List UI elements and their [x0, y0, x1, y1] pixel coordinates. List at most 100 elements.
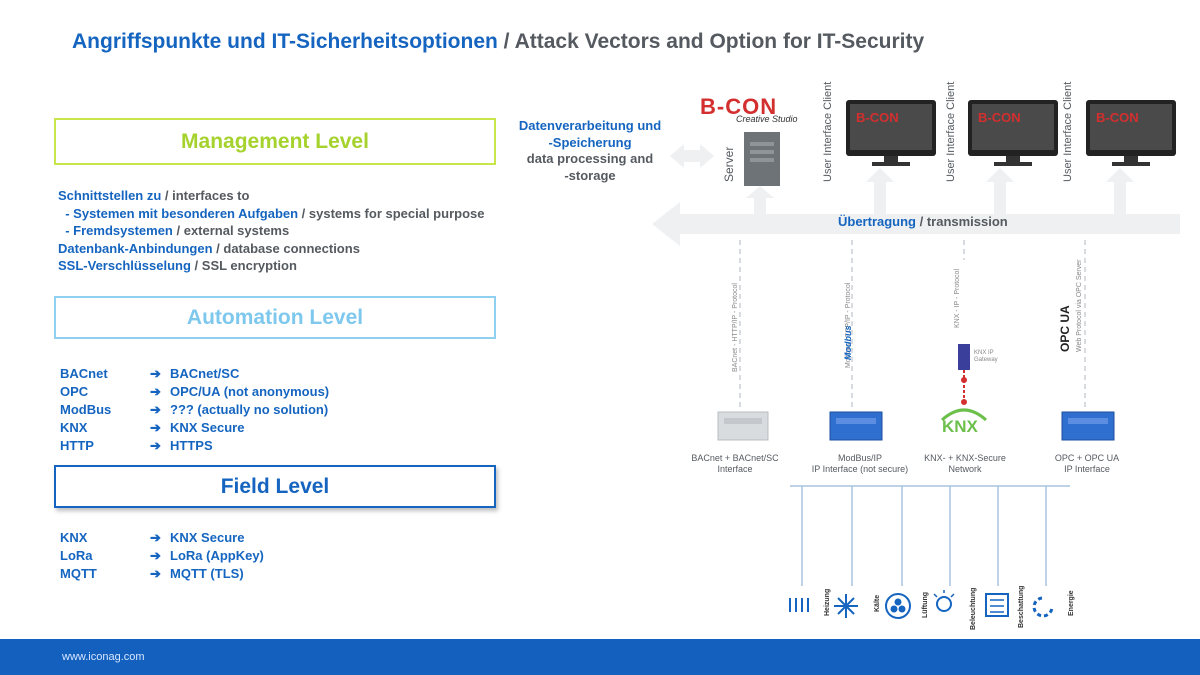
lighting-icon: [933, 590, 955, 612]
protocol-label: BACnet - HTTP/IP - Protocol: [732, 283, 739, 372]
arrow-icon: ➔: [150, 402, 161, 417]
transmission-de: Übertragung: [838, 214, 916, 229]
interfaces-line-de: Schnittstellen zu: [58, 188, 162, 203]
protocol-secure: KNX Secure: [170, 420, 245, 435]
interfaces-line: Schnittstellen zu / interfaces to: [58, 187, 484, 205]
protocol-secure: MQTT (TLS): [170, 566, 244, 581]
interfaces-line-en: / interfaces to: [161, 188, 250, 203]
interfaces-line-en: / systems for special purpose: [298, 205, 485, 221]
automation-protocol-list: BACnet➔BACnet/SC OPC➔OPC/UA (not anonymo…: [60, 366, 329, 456]
field-icon-label: Beschattung: [1018, 585, 1025, 628]
interfaces-line: SSL-Verschlüsselung / SSL encryption: [58, 257, 484, 275]
protocol-name: MQTT: [60, 566, 97, 581]
opc-ua-logo: OPC UA: [1058, 305, 1072, 352]
ventilation-icon: [885, 593, 911, 619]
knx-gateway-icon: [958, 344, 970, 370]
client-monitor-icon: [846, 100, 936, 166]
protocol-row: HTTP➔HTTPS: [60, 438, 329, 456]
protocol-row: OPC➔OPC/UA (not anonymous): [60, 384, 329, 402]
transmission-label: Übertragung / transmission: [838, 214, 1008, 229]
interfaces-list: Schnittstellen zu / interfaces to - Syst…: [58, 187, 484, 275]
protocol-row: KNX➔KNX Secure: [60, 420, 329, 438]
field-icon-label: Lüftung: [922, 591, 929, 618]
protocol-secure: ??? (actually no solution): [170, 402, 329, 417]
device-label-line: IP Interface: [1064, 464, 1110, 474]
data-processing-de2: -Speicherung: [548, 134, 632, 150]
protocol-row: LoRa ➔ LoRa (AppKey): [60, 548, 264, 566]
bcon-logo: B-CON: [700, 94, 810, 120]
device-label-line: ModBus/IP: [837, 453, 883, 463]
modbus-device-icon: [829, 411, 883, 441]
data-processing-de1: Datenverarbeitung und: [518, 118, 662, 133]
protocol-row: KNX➔KNX Secure: [60, 530, 264, 548]
protocol-row: ModBus ➔ ??? (actually no solution): [60, 402, 329, 420]
transmission-bus-arrow: [652, 202, 1180, 246]
protocol-label: Web Protocol via OPC Server: [1076, 259, 1083, 352]
protocol-label: KNX - IP - Protocol: [954, 268, 961, 328]
title-english: / Attack Vectors and Option for IT-Secur…: [497, 30, 925, 53]
protocol-dashed-lines: [739, 240, 1086, 410]
protocol-secure: LoRa (AppKey): [170, 548, 264, 563]
protocol-secure: KNX Secure: [170, 530, 245, 545]
protocol-row: BACnet➔BACnet/SC: [60, 366, 329, 384]
arrow-icon: ➔: [150, 548, 161, 563]
data-processing-label: Datenverarbeitung und -Speicherung data …: [500, 118, 680, 184]
data-processing-en1: data processing and: [526, 151, 654, 166]
client-monitor-icon: [968, 100, 1058, 166]
bcon-logo-text: B-CON: [700, 94, 778, 119]
data-processing-arrow: [670, 144, 714, 168]
protocol-secure: OPC/UA (not anonymous): [170, 384, 330, 399]
monitor-logo: B-CON: [856, 110, 899, 125]
knx-logo: KNX: [942, 417, 978, 436]
protocol-name: KNX: [60, 530, 88, 545]
knx-swoosh: [940, 408, 988, 422]
network-diagram: [652, 100, 1180, 619]
shading-icon: [985, 593, 1009, 617]
field-protocol-list: KNX➔KNX Secure LoRa➔LoRa (AppKey) MQTT➔M…: [60, 530, 264, 584]
management-level-box: Management Level: [54, 118, 496, 165]
device-label-line: IP Interface (not secure): [811, 464, 909, 474]
arrow-icon: ➔: [150, 438, 161, 453]
title-german: Angriffspunkte und IT-Sicherheitsoptione…: [72, 30, 498, 53]
interfaces-line-de: - Systemen mit besonderen Aufgaben: [58, 205, 299, 221]
heating-icon: [789, 598, 809, 612]
device-label-line: OPC + OPC UA: [1054, 453, 1120, 463]
interfaces-line: Datenbank-Anbindungen / database connect…: [58, 240, 484, 258]
protocol-name: HTTP: [60, 438, 94, 453]
bcon-logo-sub: Creative Studio: [736, 114, 798, 124]
energy-icon: [1032, 596, 1054, 618]
arrow-icon: ➔: [150, 366, 161, 381]
client-monitor-icon: [1086, 100, 1176, 166]
field-icon-label: Kälte: [874, 594, 881, 612]
page-title: Angriffspunkte und IT-Sicherheitsoptione…: [72, 30, 924, 54]
protocol-secure: BACnet/SC: [170, 366, 240, 381]
monitor-logo: B-CON: [1096, 110, 1139, 125]
field-icon-label: Energie: [1068, 590, 1075, 616]
client-label: User Interface Client: [945, 81, 957, 182]
protocol-row: MQTT ➔ MQTT (TLS): [60, 566, 264, 584]
automation-level-box: Automation Level: [54, 296, 496, 339]
arrow-icon: ➔: [150, 566, 161, 581]
device-label-line: Network: [948, 464, 982, 474]
interfaces-line-en: / external systems: [172, 223, 290, 238]
opc-device-icon: [1061, 411, 1115, 441]
interfaces-line-de: - Fremdsystemen: [58, 223, 173, 238]
server-label: Server: [722, 146, 736, 182]
footer-bar: www.iconag.com: [0, 639, 1200, 675]
uplink-arrows: [746, 168, 1134, 215]
field-level-box: Field Level: [54, 465, 496, 508]
interfaces-line: - Systemen mit besonderen Aufgaben / sys…: [58, 205, 484, 223]
protocol-name: OPC: [60, 384, 89, 399]
field-icon-label: Heizung: [824, 588, 831, 616]
monitor-logo: B-CON: [978, 110, 1021, 125]
protocol-name: ModBus: [60, 402, 112, 417]
field-icons: [789, 590, 1054, 619]
transmission-en: / transmission: [916, 214, 1008, 229]
interfaces-line-de: Datenbank-Anbindungen: [58, 240, 213, 256]
footer-url[interactable]: www.iconag.com: [62, 651, 145, 663]
interfaces-line-en: / database connections: [212, 240, 360, 256]
protocol-name: LoRa: [60, 548, 93, 563]
